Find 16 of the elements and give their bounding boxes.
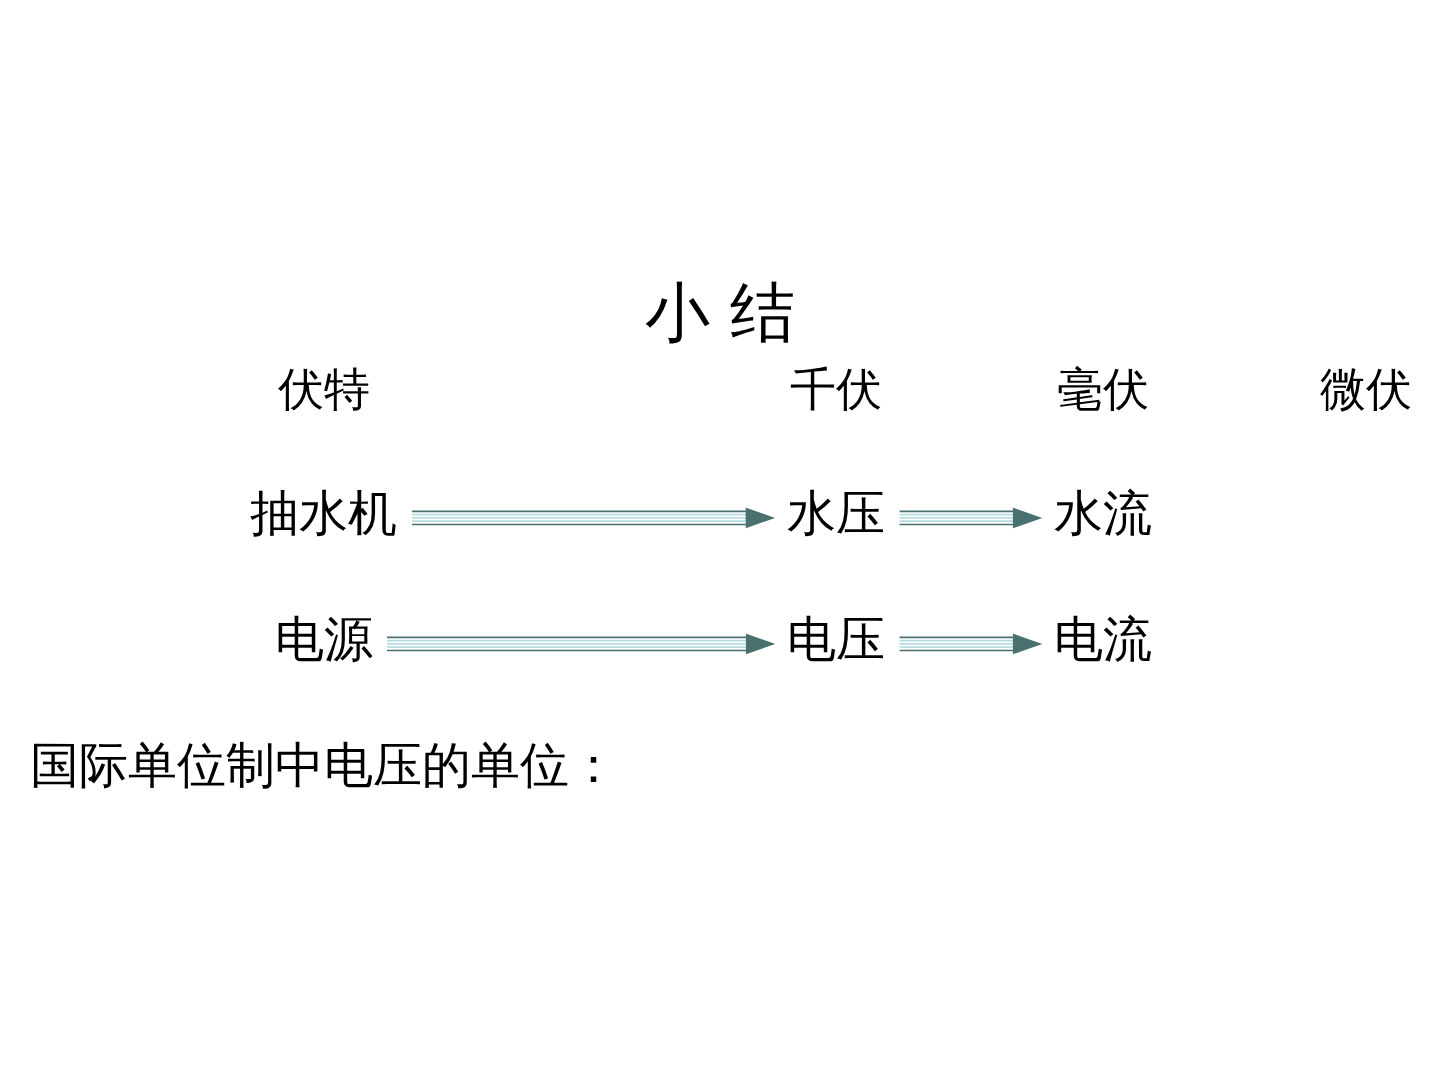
diagram-title: 小 结 [644,274,796,351]
label: 国际单位制中电压的单位： [30,736,618,795]
node-text: 抽水机 [250,484,398,543]
node-text: 电流 [1053,610,1152,669]
label: 千伏 [790,361,883,416]
arrow [386,633,776,655]
node-text: 电压 [787,610,886,669]
node-text: 水流 [1053,484,1152,543]
label: 伏特 [278,361,370,416]
label: 微伏 [1319,361,1412,416]
label: 毫伏 [1056,361,1149,416]
arrow [898,507,1043,529]
node-text: 水压 [787,484,886,543]
node-text: 电源 [275,610,373,669]
arrow [411,507,776,529]
arrow [898,633,1043,655]
